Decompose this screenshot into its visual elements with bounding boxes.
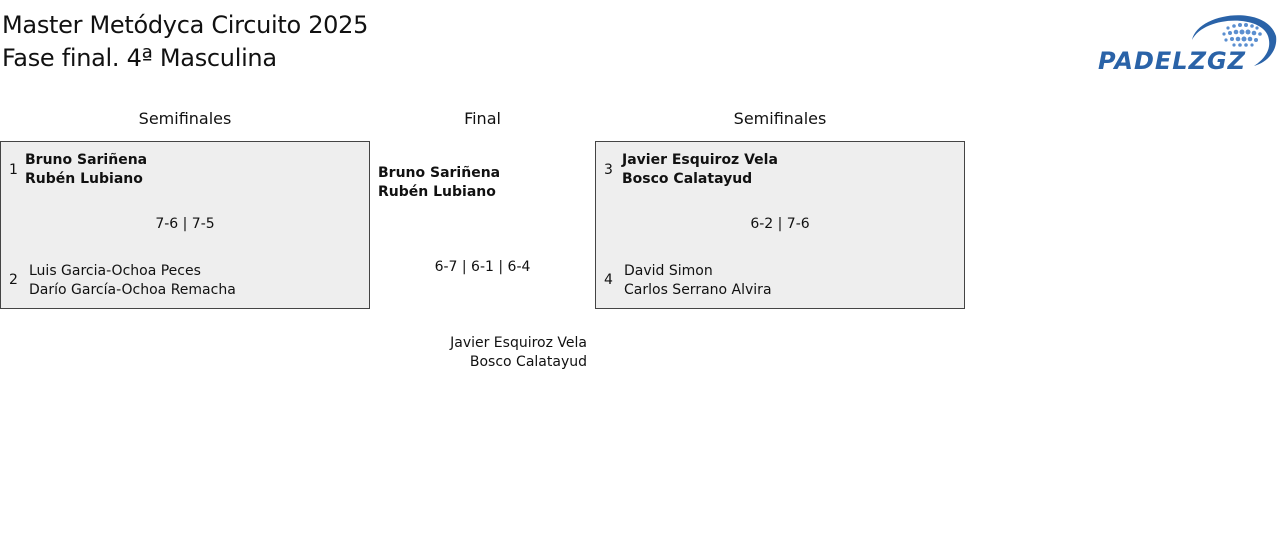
player-name: Darío García-Ochoa Remacha bbox=[29, 282, 236, 298]
player-name: Bosco Calatayud bbox=[622, 171, 753, 187]
player-name: Bruno Sariñena bbox=[25, 152, 148, 168]
title-line-1: Master Metódyca Circuito 2025 bbox=[2, 11, 369, 39]
semifinal-left-loser-pair: Luis Garcia-Ochoa Peces Darío García-Och… bbox=[29, 262, 236, 300]
player-name: Bruno Sariñena bbox=[378, 165, 501, 181]
semifinal-left-box: 1 Bruno Sariñena Rubén Lubiano 7-6 | 7-5… bbox=[0, 141, 370, 309]
player-name: Carlos Serrano Alvira bbox=[624, 282, 772, 298]
final-score: 6-7 | 6-1 | 6-4 bbox=[434, 259, 531, 275]
seed-number: 2 bbox=[9, 272, 18, 288]
player-name: David Simon bbox=[624, 263, 713, 279]
page-title: Master Metódyca Circuito 2025 Fase final… bbox=[2, 9, 368, 75]
semifinal-left-score: 7-6 | 7-5 bbox=[155, 216, 215, 232]
semifinal-right-score: 6-2 | 7-6 bbox=[750, 216, 810, 232]
seed-number: 1 bbox=[9, 162, 18, 178]
player-name: Bosco Calatayud bbox=[469, 354, 587, 370]
logo-ball-dots-icon bbox=[1222, 23, 1262, 47]
semifinal-right-winner-pair: Javier Esquiroz Vela Bosco Calatayud bbox=[622, 151, 778, 189]
final-winner-pair: Bruno Sariñena Rubén Lubiano bbox=[378, 164, 500, 202]
column-heading-right-semifinals: Semifinales bbox=[733, 109, 827, 128]
player-name: Rubén Lubiano bbox=[378, 184, 496, 200]
seed-number: 4 bbox=[604, 272, 613, 288]
semifinal-right-box: 3 Javier Esquiroz Vela Bosco Calatayud 6… bbox=[595, 141, 965, 309]
column-heading-left-semifinals: Semifinales bbox=[138, 109, 232, 128]
column-heading-final: Final bbox=[464, 109, 501, 128]
player-name: Luis Garcia-Ochoa Peces bbox=[29, 263, 201, 279]
player-name: Javier Esquiroz Vela bbox=[450, 335, 587, 351]
semifinal-right-loser-pair: David Simon Carlos Serrano Alvira bbox=[624, 262, 772, 300]
title-line-2: Fase final. 4ª Masculina bbox=[2, 44, 277, 72]
final-runner-up-pair: Javier Esquiroz Vela Bosco Calatayud bbox=[380, 334, 587, 372]
semifinal-left-winner-pair: Bruno Sariñena Rubén Lubiano bbox=[25, 151, 147, 189]
player-name: Javier Esquiroz Vela bbox=[622, 152, 778, 168]
seed-number: 3 bbox=[604, 162, 613, 178]
padelzgz-logo: PADELZGZ bbox=[1096, 6, 1280, 75]
player-name: Rubén Lubiano bbox=[25, 171, 143, 187]
logo-text: PADELZGZ bbox=[1098, 47, 1246, 74]
logo-graphic: PADELZGZ bbox=[1098, 15, 1277, 75]
